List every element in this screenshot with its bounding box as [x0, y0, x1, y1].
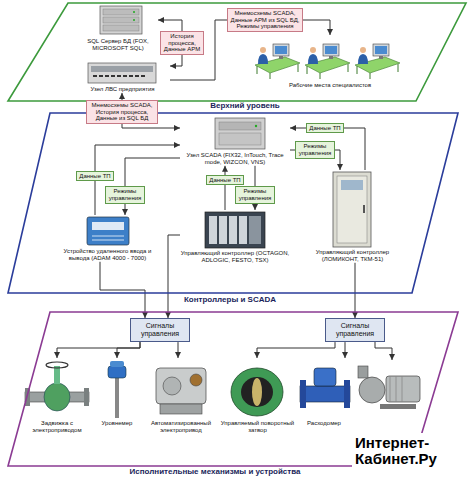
sql-server-icon — [100, 6, 142, 34]
node-label: Рабочие места специалистов — [250, 82, 410, 89]
level-gauge-icon — [108, 361, 126, 418]
node-label: Сигналы управления — [328, 322, 382, 338]
connector — [290, 128, 365, 170]
edge-label: Данные ТП — [76, 171, 114, 182]
device-node: Уровнемер — [92, 358, 142, 427]
signal-wire — [375, 342, 392, 360]
node-label: Узел ЛВС предприятия — [75, 86, 170, 93]
node-label: Уровнемер — [92, 420, 142, 427]
connector — [168, 235, 180, 318]
device-node: Управляемый поворотный затвор — [220, 358, 295, 434]
cabinet-icon — [333, 172, 371, 247]
controller-rack-icon — [205, 212, 265, 248]
node-label: Задвижка с электроприводом — [22, 420, 92, 434]
region-heading-block: Контроллеры и SCADA — [175, 296, 285, 305]
connector — [355, 263, 356, 318]
connector — [257, 342, 335, 358]
butterfly-valve-icon — [231, 368, 283, 416]
scada-node: Узел SCADA (FIX32, InTouch, Trace mode, … — [180, 116, 290, 166]
workstation-group: Рабочие места специалистов — [250, 35, 410, 89]
edge-label: Режимы управления — [105, 186, 145, 204]
controller-node: Управляющий контроллер (ЛОМИКОНТ, ТКМ-51… — [300, 170, 405, 263]
flowmeter-icon — [300, 368, 350, 408]
device-node: Задвижка с электроприводом — [22, 358, 92, 434]
io-device-node: Устройство удаленного ввода и вывода (AD… — [60, 215, 155, 262]
connector — [225, 166, 226, 210]
device-node: Расходомер — [295, 358, 353, 427]
device-node: Автоматизированный электропривод — [142, 358, 220, 434]
node-label: Сигналы управления — [133, 322, 187, 338]
connector — [100, 262, 145, 318]
region-heading: Контроллеры и SCADA — [175, 296, 285, 305]
node-label: Автоматизированный электропривод — [142, 420, 220, 434]
region-border — [8, 3, 466, 101]
pump-icon — [358, 366, 420, 409]
edge-label: Режимы управления — [295, 141, 335, 159]
signal-box: Сигналы управления — [325, 318, 385, 342]
region-outline — [0, 108, 471, 308]
connector — [57, 342, 140, 358]
connector — [117, 342, 140, 358]
edge-label: Данные ТП — [206, 175, 244, 186]
server-node: SQL Сервер БД (FOX, MICROSOFT SQL) — [78, 5, 158, 52]
connector — [178, 342, 179, 358]
network-node: Узел ЛВС предприятия — [75, 60, 170, 93]
node-label: Управляемый поворотный затвор — [220, 420, 295, 434]
node-label: Расходомер — [295, 420, 353, 427]
lan-switch-icon — [88, 63, 156, 83]
edge-label: Режимы управления — [235, 186, 275, 204]
region-border — [8, 113, 458, 293]
node-label: Управляющий контроллер (OCTAGON, ADLOGIC… — [180, 250, 290, 264]
node-label: SQL Сервер БД (FOX, MICROSOFT SQL) — [78, 38, 158, 52]
workstation-icons — [255, 44, 400, 79]
remote-io-icon — [87, 217, 129, 245]
region-heading-block: Исполнительные механизмы и устройства — [100, 468, 330, 477]
edge-label: История процесса, Данные АРМ — [160, 31, 204, 56]
signal-box: Сигналы управления — [130, 318, 190, 342]
region-heading: Верхний уровень — [170, 102, 320, 111]
node-label: Узел SCADA (FIX32, InTouch, Trace mode, … — [180, 152, 290, 166]
connector — [345, 342, 346, 358]
level-region: Контроллеры и SCADA Узел SCADA (FIX32, In… — [0, 108, 471, 308]
region-heading: Исполнительные механизмы и устройства — [100, 468, 330, 477]
watermark: Интернет-Кабинет.Ру — [352, 433, 464, 469]
node-label: Устройство удаленного ввода и вывода (AD… — [60, 248, 155, 262]
region-heading-block: Верхний уровень — [170, 102, 320, 111]
controller-node: Управляющий контроллер (OCTAGON, ADLOGIC… — [180, 210, 290, 264]
node-label: Управляющий контроллер (ЛОМИКОНТ, ТКМ-51… — [300, 249, 405, 263]
edge-label: Мнемосхемы SCADA, Данные АРМ из SQL БД, … — [227, 8, 303, 33]
edge-label: Данные ТП — [306, 123, 344, 134]
scada-computer-icon — [215, 118, 265, 149]
electric-actuator-icon — [156, 368, 206, 414]
edge-label: Мнемосхемы SCADA, История процесса, Данн… — [86, 100, 158, 125]
